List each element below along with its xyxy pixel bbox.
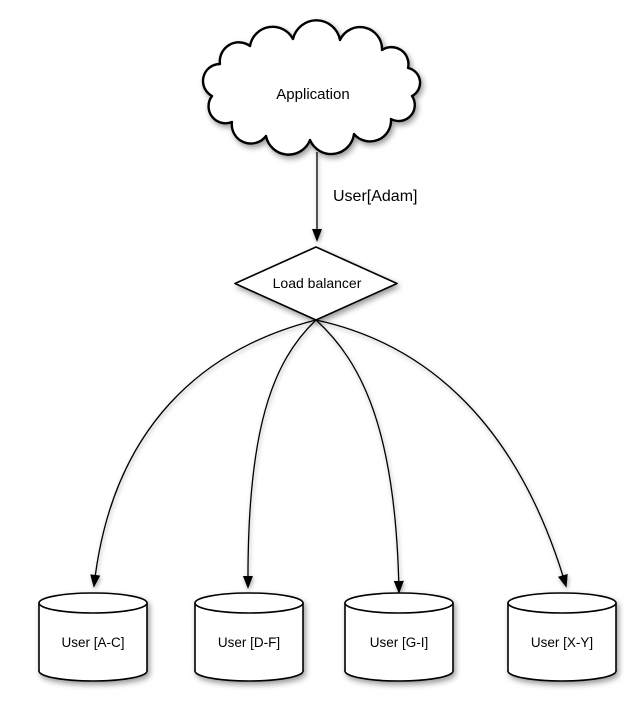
cylinder-body xyxy=(508,603,616,671)
edges-layer xyxy=(90,152,568,594)
node-label-user-ac: User [A-C] xyxy=(61,635,124,650)
node-db-user-ac: User [A-C] xyxy=(38,592,148,682)
node-db-user-gi: User [G-I] xyxy=(344,592,454,682)
cylinder-top xyxy=(194,592,304,614)
edge-loadbalancer-to-user-xy xyxy=(315,319,568,588)
diamond-shape xyxy=(234,246,398,321)
cylinder-top xyxy=(38,592,148,614)
cylinder-body xyxy=(195,603,303,671)
edge-label-user-adam: User[Adam] xyxy=(333,188,417,205)
node-db-user-xy: User [X-Y] xyxy=(507,592,617,682)
node-label-user-gi: User [G-I] xyxy=(370,635,429,650)
edge-loadbalancer-to-user-ac xyxy=(90,319,317,588)
cloud-shape xyxy=(201,19,422,156)
node-label-user-xy: User [X-Y] xyxy=(531,635,593,650)
cylinder-top xyxy=(507,592,617,614)
node-label-load-balancer: Load balancer xyxy=(273,275,362,291)
cylinder-body xyxy=(345,603,453,671)
node-label-user-df: User [D-F] xyxy=(218,635,280,650)
edge-loadbalancer-to-user-df xyxy=(242,319,317,589)
node-label-application: Application xyxy=(276,86,349,103)
edge-loadbalancer-to-user-gi xyxy=(315,319,404,594)
node-application: Application xyxy=(201,19,422,156)
node-load-balancer: Load balancer xyxy=(234,246,398,321)
cylinder-body xyxy=(39,603,147,671)
cylinder-top xyxy=(344,592,454,614)
node-db-user-df: User [D-F] xyxy=(194,592,304,682)
